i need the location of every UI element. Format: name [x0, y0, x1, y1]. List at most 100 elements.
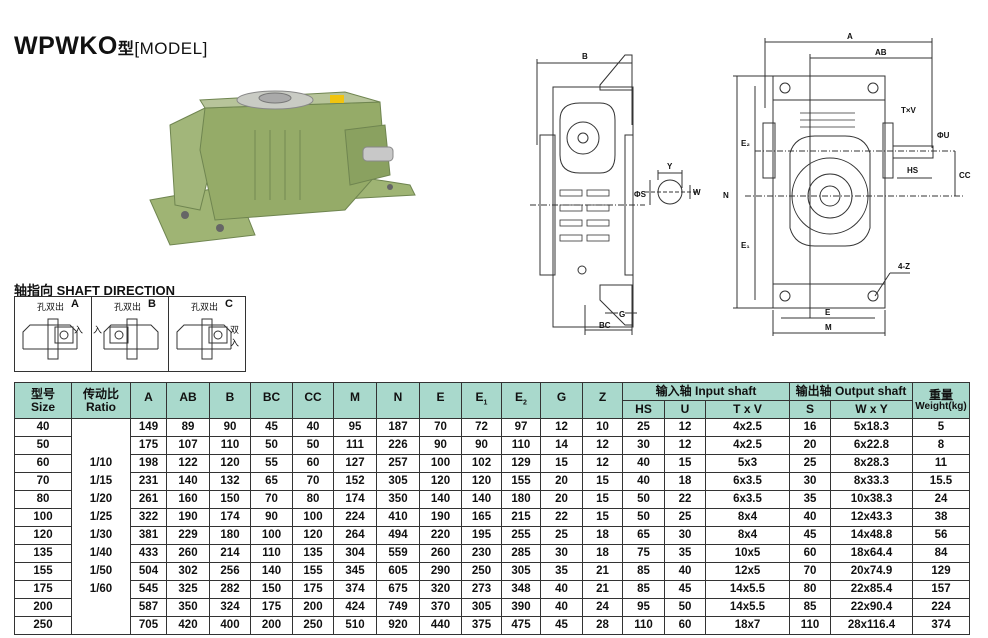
cell-value: 24 [912, 490, 970, 509]
cell-size: 100 [14, 508, 72, 527]
cell-value: 12 [540, 418, 583, 437]
cell-value: 70 [250, 490, 293, 509]
col-input-1: U [664, 400, 706, 419]
cell-size: 40 [14, 418, 72, 437]
cell-value: 165 [461, 508, 502, 527]
cell-value: 140 [419, 490, 462, 509]
cell-value: 273 [461, 580, 502, 599]
col-bc: BC [250, 382, 293, 419]
cell-value: 424 [333, 598, 377, 617]
cell-value: 70 [789, 562, 831, 581]
model-name: WPWKO [14, 32, 118, 60]
dim-label-txv: T×V [901, 106, 917, 115]
col-input-2: T x V [705, 400, 790, 419]
cell-value: 20 [540, 472, 583, 491]
cell-value: 20x74.9 [830, 562, 913, 581]
cell-value: 110 [250, 544, 293, 563]
col-output-1: W x Y [830, 400, 913, 419]
cell-value: 35 [664, 544, 706, 563]
cell-value: 65 [250, 472, 293, 491]
cell-value: 152 [333, 472, 377, 491]
cell-value: 214 [209, 544, 251, 563]
cell-value: 494 [376, 526, 420, 545]
cell-value: 149 [130, 418, 167, 437]
front-view-drawing: A AB T×V ΦU HS CC N E₂ E₁ 4-Z E M [723, 32, 971, 336]
gearbox-outline-icon [103, 318, 159, 360]
model-type-char: 型 [117, 41, 135, 58]
cell-value: 4x2.5 [705, 436, 790, 455]
cell-value: 5 [912, 418, 970, 437]
cell-value: 160 [166, 490, 210, 509]
cell-value: 30 [789, 472, 831, 491]
cell-value: 305 [376, 472, 420, 491]
cell-value: 40 [540, 580, 583, 599]
cell-value: 25 [664, 508, 706, 527]
cell-value: 174 [209, 508, 251, 527]
cell-value: 30 [622, 436, 665, 455]
cell-value: 97 [501, 418, 541, 437]
cell-value: 40 [622, 454, 665, 473]
input-marker: 双入 [230, 325, 240, 348]
cell-value: 21 [582, 580, 623, 599]
cell-value: 122 [166, 454, 210, 473]
cell-value: 22 [664, 490, 706, 509]
cell-size: 155 [14, 562, 72, 581]
cell-value: 40 [789, 508, 831, 527]
cell-value: 40 [622, 472, 665, 491]
cell-value: 38 [912, 508, 970, 527]
cell-value: 95 [622, 598, 665, 617]
cell-value: 605 [376, 562, 420, 581]
cell-value: 100 [250, 526, 293, 545]
cell-value: 30 [540, 544, 583, 563]
cell-value: 12x5 [705, 562, 790, 581]
option-label: 孔双出 [114, 302, 142, 312]
cell-value: 72 [461, 418, 502, 437]
cell-value: 250 [292, 616, 334, 635]
dim-label-y: Y [667, 162, 673, 171]
cell-value: 70 [292, 472, 334, 491]
cell-value: 180 [501, 490, 541, 509]
col-b: B [209, 382, 251, 419]
cell-value: 920 [376, 616, 420, 635]
cell-value: 15 [664, 454, 706, 473]
cell-value: 20 [540, 490, 583, 509]
cell-value: 84 [912, 544, 970, 563]
cell-value: 120 [209, 454, 251, 473]
cell-value: 30 [664, 526, 706, 545]
cell-value: 705 [130, 616, 167, 635]
cell-value: 285 [501, 544, 541, 563]
cell-ratio [71, 616, 131, 635]
col-m: M [333, 382, 377, 419]
cell-value: 35 [789, 490, 831, 509]
cell-value: 85 [622, 562, 665, 581]
col-e2: E2 [501, 382, 541, 419]
cell-value: 22 [540, 508, 583, 527]
cell-ratio [71, 436, 131, 455]
dim-label-hs: HS [907, 166, 919, 175]
cell-value: 14x5.5 [705, 580, 790, 599]
cell-value: 100 [419, 454, 462, 473]
cell-value: 90 [419, 436, 462, 455]
col-a: A [130, 382, 167, 419]
shaft-direction-option-c: 孔双出 C 双入 [169, 297, 245, 371]
dim-label-e2: E₂ [741, 139, 750, 148]
cell-value: 545 [130, 580, 167, 599]
dim-label-w: W [693, 188, 701, 197]
cell-value: 45 [789, 526, 831, 545]
shaft-direction-options: 孔双出 A 入 孔双出 B 入 孔双出 C 双入 [14, 296, 246, 372]
cell-ratio: 1/60 [71, 580, 131, 599]
cell-value: 15 [582, 472, 623, 491]
col-g: G [540, 382, 583, 419]
cell-value: 50 [250, 436, 293, 455]
cell-value: 140 [461, 490, 502, 509]
cell-value: 129 [501, 454, 541, 473]
cell-value: 282 [209, 580, 251, 599]
